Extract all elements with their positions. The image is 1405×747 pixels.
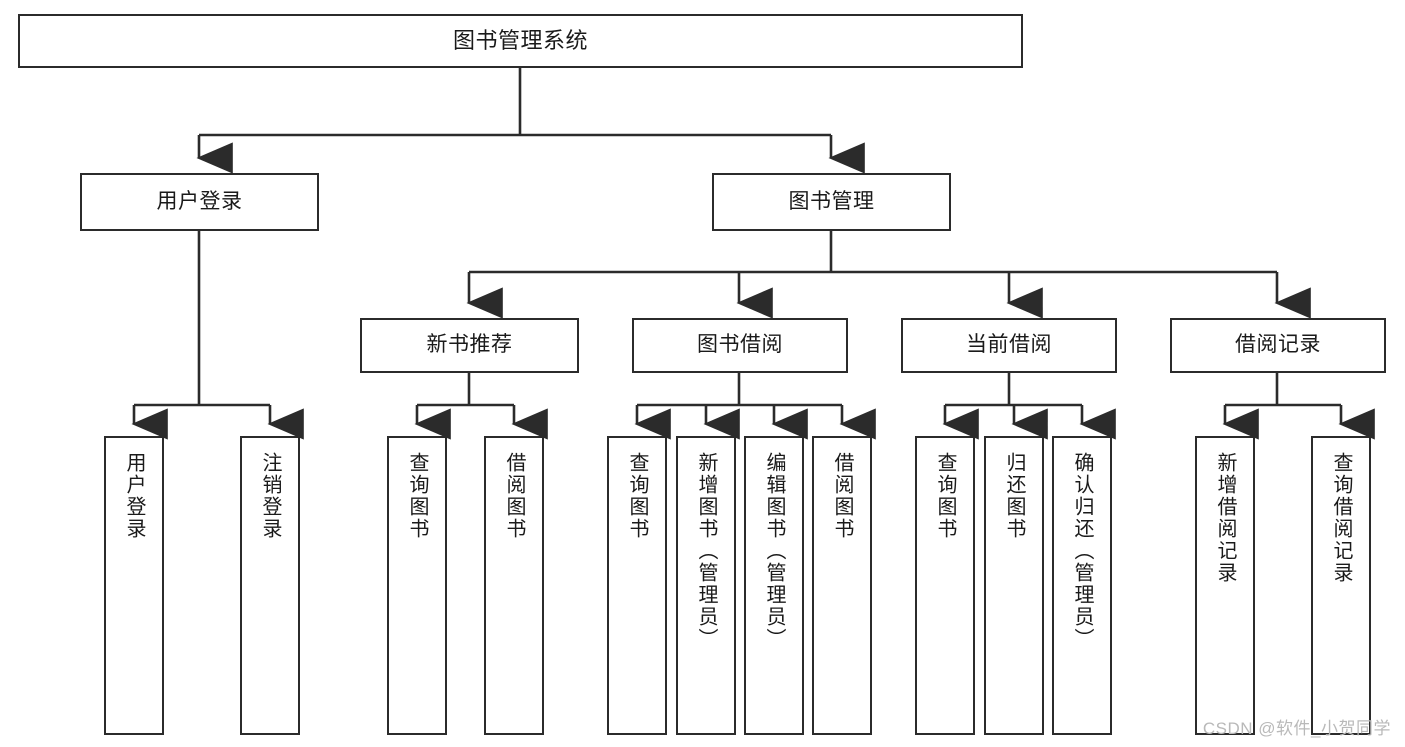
leaf-query-book-borrow[interactable]: 查询图书 [607, 436, 667, 735]
leaf-borrow-book-recommend[interactable]: 借阅图书 [484, 436, 544, 735]
node-root-book-management-system[interactable]: 图书管理系统 [18, 14, 1023, 68]
leaf-user-logout[interactable]: 注销登录 [240, 436, 300, 735]
node-label: 新书推荐 [426, 333, 513, 357]
leaf-user-login[interactable]: 用户登录 [104, 436, 164, 735]
node-borrow-record[interactable]: 借阅记录 [1170, 318, 1386, 373]
leaf-query-book-current[interactable]: 查询图书 [915, 436, 975, 735]
node-label: 借阅图书 [503, 452, 525, 540]
leaf-query-book-recommend[interactable]: 查询图书 [387, 436, 447, 735]
node-label: 新增图书（管理员） [695, 452, 717, 650]
leaf-add-book-admin[interactable]: 新增图书（管理员） [676, 436, 736, 735]
node-label: 用户登录 [123, 452, 145, 540]
node-label: 借阅图书 [831, 452, 853, 540]
leaf-return-book[interactable]: 归还图书 [984, 436, 1044, 735]
node-label: 借阅记录 [1235, 333, 1321, 357]
node-label: 确认归还（管理员） [1071, 452, 1093, 650]
node-label: 用户登录 [156, 189, 243, 213]
node-new-book-recommend[interactable]: 新书推荐 [360, 318, 579, 373]
leaf-query-borrow-record[interactable]: 查询借阅记录 [1311, 436, 1371, 735]
node-book-borrow[interactable]: 图书借阅 [632, 318, 848, 373]
leaf-add-borrow-record[interactable]: 新增借阅记录 [1195, 436, 1255, 735]
node-label: 注销登录 [259, 452, 281, 540]
node-label: 编辑图书（管理员） [763, 452, 785, 650]
node-label: 查询借阅记录 [1330, 452, 1352, 584]
node-book-management[interactable]: 图书管理 [712, 173, 951, 231]
node-label: 查询图书 [406, 452, 428, 540]
node-label: 当前借阅 [966, 333, 1052, 357]
node-label: 图书管理 [788, 189, 875, 213]
leaf-borrow-book[interactable]: 借阅图书 [812, 436, 872, 735]
node-label: 新增借阅记录 [1214, 452, 1236, 584]
node-label: 归还图书 [1003, 452, 1025, 540]
node-label: 图书借阅 [697, 333, 783, 357]
node-current-borrow[interactable]: 当前借阅 [901, 318, 1117, 373]
leaf-edit-book-admin[interactable]: 编辑图书（管理员） [744, 436, 804, 735]
node-label: 图书管理系统 [452, 28, 588, 54]
node-label: 查询图书 [934, 452, 956, 540]
node-user-login[interactable]: 用户登录 [80, 173, 319, 231]
node-label: 查询图书 [626, 452, 648, 540]
leaf-confirm-return-admin[interactable]: 确认归还（管理员） [1052, 436, 1112, 735]
